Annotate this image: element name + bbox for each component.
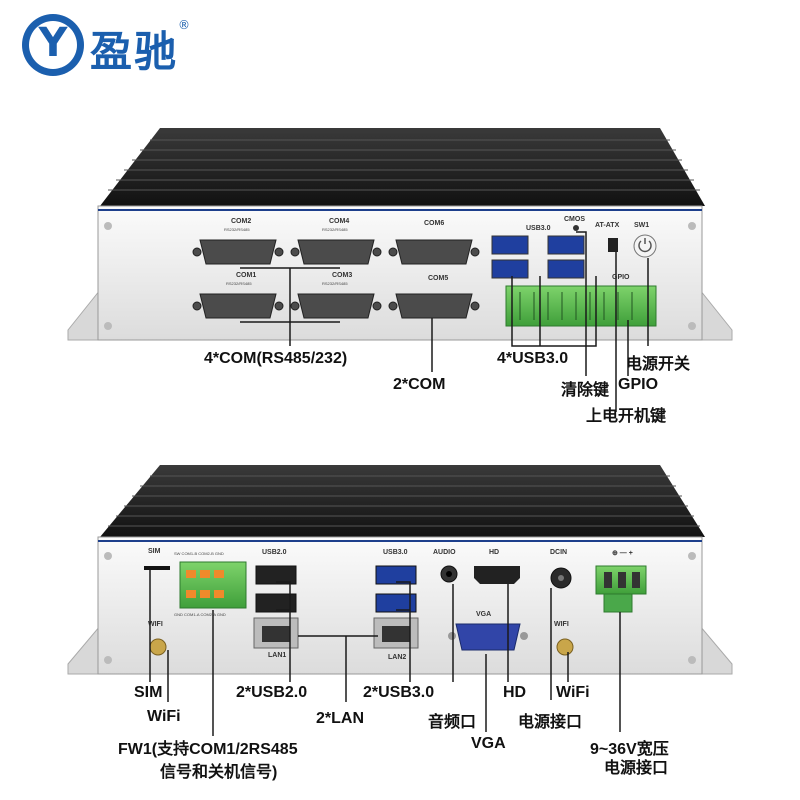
- label-usb2: USB2.0: [262, 549, 287, 556]
- label-hd: HD: [489, 549, 500, 556]
- label-usb-top: USB3.0: [526, 225, 551, 232]
- callout-power-on-key: 上电开机键: [586, 408, 667, 425]
- label-dcin: DCIN: [550, 549, 568, 556]
- label-sw1: SW1: [634, 222, 650, 229]
- callout-4com: 4*COM(RS485/232): [204, 350, 348, 367]
- callout-power-switch: 电源开关: [626, 356, 691, 373]
- label-terminal-bottom: GND COM1-A COM2-A GND: [174, 612, 226, 617]
- label-power-symbols: ⊕ — +: [612, 550, 633, 557]
- callout-fw1-line1: FW1(支持COM1/2RS485: [118, 741, 298, 758]
- label-com4-rs: RS232/RS485: [322, 227, 348, 232]
- at-atx-switch: [608, 238, 618, 252]
- wifi-antenna-left: [149, 638, 167, 656]
- label-com4: COM4: [329, 218, 350, 225]
- label-com2-rs: RS232/RS485: [224, 227, 250, 232]
- label-com1-rs: RS232/RS485: [226, 281, 252, 286]
- label-com3: COM3: [332, 272, 353, 279]
- callout-4usb3: 4*USB3.0: [497, 350, 569, 367]
- wifi-antenna-right: [556, 638, 574, 656]
- usb3-port-2: [375, 593, 417, 613]
- callout-wide-power-2: 电源接口: [604, 760, 669, 777]
- label-sim: SIM: [148, 548, 161, 555]
- label-com3-rs: RS232/RS485: [322, 281, 348, 286]
- top-device-heatsink: [100, 128, 705, 206]
- label-usb3: USB3.0: [383, 549, 408, 556]
- label-audio: AUDIO: [433, 549, 456, 556]
- callout-2lan: 2*LAN: [316, 710, 365, 727]
- callout-wifi-left: WiFi: [147, 708, 181, 725]
- callout-clear: 清除键: [561, 382, 610, 399]
- callout-2usb3: 2*USB3.0: [363, 684, 435, 701]
- label-com2: COM2: [231, 218, 252, 225]
- bottom-device-heatsink: [100, 465, 705, 537]
- vga-port: [455, 623, 521, 651]
- power-button: [633, 234, 657, 258]
- callout-2usb2: 2*USB2.0: [236, 684, 308, 701]
- brand-logo-letter: Y: [38, 20, 68, 66]
- callout-2com: 2*COM: [393, 376, 446, 393]
- gpio-terminal: [505, 285, 657, 327]
- brand-registered-mark: ®: [178, 18, 190, 32]
- callout-vga: VGA: [471, 735, 506, 752]
- fw1-terminal: [179, 561, 247, 609]
- label-wifi: WIFI: [148, 621, 163, 628]
- label-com1: COM1: [236, 272, 257, 279]
- brand-logo: Y: [22, 14, 84, 76]
- bottom-callout-lines: [149, 570, 621, 736]
- usb3-port-1: [375, 565, 417, 585]
- callout-audio: 音频口: [428, 714, 477, 731]
- top-callout-lines: [240, 231, 649, 412]
- label-lan1: LAN1: [268, 652, 287, 659]
- label-com5: COM5: [428, 275, 449, 282]
- label-com6: COM6: [424, 220, 445, 227]
- hdmi-port: [474, 566, 520, 584]
- com-port-group: [192, 239, 480, 319]
- label-wifi-right: WIFI: [554, 621, 569, 628]
- callout-fw1-line2: 信号和关机信号): [160, 764, 278, 781]
- brand-name: 盈驰: [90, 27, 179, 76]
- sim-slot: [144, 566, 170, 570]
- usb3-ports-top: [491, 235, 585, 279]
- label-terminal-top: SW COM1-B COM2-B GND: [174, 551, 224, 556]
- label-cmos: CMOS: [564, 216, 585, 223]
- callout-sim: SIM: [134, 684, 163, 701]
- callout-dc: 电源接口: [518, 714, 583, 731]
- callout-hd: HD: [503, 684, 527, 701]
- label-vga: VGA: [476, 611, 492, 618]
- label-at-atx: AT-ATX: [595, 222, 620, 229]
- callout-wide-power-1: 9~36V宽压: [590, 741, 669, 758]
- cmos-button: [573, 225, 579, 231]
- usb2-port-2: [255, 593, 297, 613]
- label-gpio-top: GPIO: [612, 274, 630, 281]
- callout-gpio: GPIO: [618, 376, 659, 393]
- label-lan2: LAN2: [388, 654, 407, 661]
- usb2-port-1: [255, 565, 297, 585]
- callout-wifi-right: WiFi: [556, 684, 590, 701]
